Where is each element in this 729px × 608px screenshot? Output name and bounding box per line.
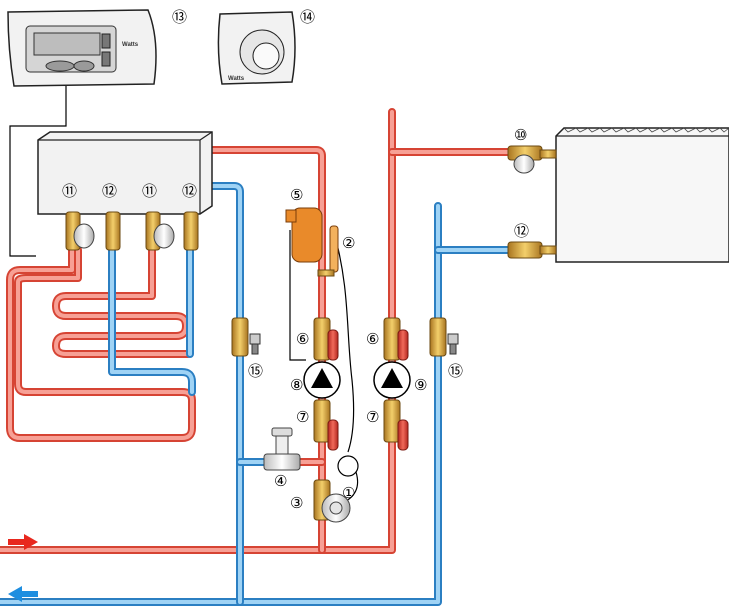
- label-10: ⑩: [514, 126, 527, 144]
- label-4: ④: [274, 472, 287, 490]
- bypass-valve: [263, 427, 301, 471]
- label-11b: ⑪: [142, 182, 157, 200]
- label-12b: ⑫: [182, 182, 197, 200]
- label-12a: ⑫: [102, 182, 117, 200]
- supply-flow-arrow-icon: [8, 534, 38, 550]
- room-thermostat: Watts: [217, 11, 296, 85]
- label-13: ⑬: [172, 8, 187, 26]
- mixing-valve: [313, 479, 351, 523]
- balancing-valve-right: [429, 317, 459, 357]
- room-controller: Watts: [7, 9, 157, 87]
- air-separator: [285, 207, 339, 277]
- label-15a: ⑮: [248, 362, 263, 380]
- label-7a: ⑦: [296, 408, 309, 426]
- radiator: [555, 127, 729, 263]
- thermostat-brand: Watts: [228, 76, 245, 82]
- floor-loops: [6, 246, 196, 442]
- balancing-valve-left: [231, 317, 261, 357]
- label-12c: ⑫: [514, 222, 529, 240]
- pump-8-group: [303, 317, 341, 451]
- manifold: [37, 131, 213, 215]
- pump-9-group: [373, 317, 411, 451]
- label-11a: ⑪: [62, 182, 77, 200]
- label-1: ①: [342, 484, 355, 502]
- label-5: ⑤: [290, 186, 303, 204]
- sensor-wire: [333, 231, 355, 453]
- radiator-valves: [507, 145, 557, 259]
- label-7b: ⑦: [366, 408, 379, 426]
- control-wire-pump: [289, 230, 306, 361]
- label-3: ③: [290, 494, 303, 512]
- controller-brand: Watts: [122, 42, 139, 48]
- label-14: ⑭: [300, 8, 315, 26]
- manifold-valves: [65, 211, 199, 251]
- label-6a: ⑥: [296, 330, 309, 348]
- label-8: ⑧: [290, 376, 303, 394]
- label-6b: ⑥: [366, 330, 379, 348]
- return-flow-arrow-icon: [8, 586, 38, 602]
- control-wire: [9, 86, 67, 257]
- sensor-probe: [337, 455, 359, 477]
- label-9: ⑨: [414, 376, 427, 394]
- label-2: ②: [342, 234, 355, 252]
- supply-pipes: [0, 108, 514, 554]
- label-15b: ⑮: [448, 362, 463, 380]
